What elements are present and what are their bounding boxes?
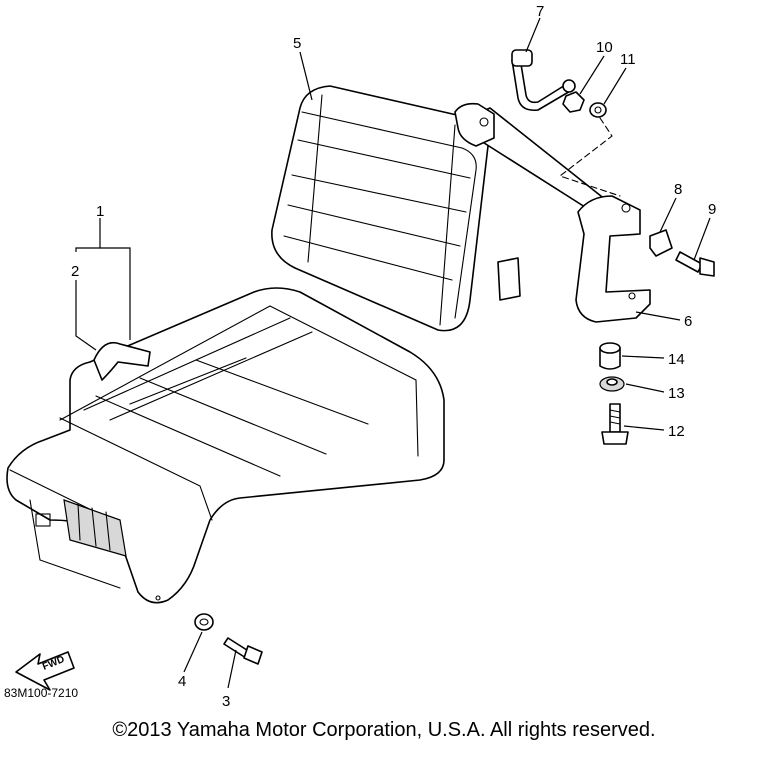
washer-13 <box>599 376 625 392</box>
callout-1: 1 <box>96 203 104 220</box>
copyright-notice: ©2013 Yamaha Motor Corporation, U.S.A. A… <box>112 719 656 741</box>
callout-11: 11 <box>620 51 636 68</box>
callout-8: 8 <box>674 181 682 198</box>
callout-4: 4 <box>178 673 186 690</box>
callout-7: 7 <box>536 3 544 20</box>
collar <box>599 342 621 370</box>
nut <box>562 91 585 113</box>
backrest-bracket <box>454 102 651 323</box>
callout-13: 13 <box>668 385 685 402</box>
backrest <box>271 85 521 332</box>
fwd-arrow: FWD <box>15 651 75 691</box>
callout-14: 14 <box>668 351 685 368</box>
bolt-9 <box>675 251 715 277</box>
collar-4 <box>194 613 214 631</box>
assembly-dash-line <box>558 117 621 197</box>
clip <box>649 229 673 257</box>
leader-lines <box>75 17 711 689</box>
callout-12: 12 <box>668 423 685 440</box>
washer <box>589 102 607 118</box>
callout-6: 6 <box>684 313 692 330</box>
exploded-parts-diagram: FWD 1 2 3 4 5 6 7 8 9 10 11 12 13 14 83M… <box>4 3 716 710</box>
callout-5: 5 <box>293 35 301 52</box>
callout-10: 10 <box>596 39 613 56</box>
bent-bar <box>511 49 576 112</box>
callout-9: 9 <box>708 201 716 218</box>
drawing-code: 83M100-7210 <box>4 686 78 700</box>
callout-2: 2 <box>71 263 79 280</box>
bolt-3 <box>223 637 263 665</box>
seat <box>6 287 445 604</box>
bolt-12 <box>601 403 629 445</box>
callout-3: 3 <box>222 693 230 710</box>
